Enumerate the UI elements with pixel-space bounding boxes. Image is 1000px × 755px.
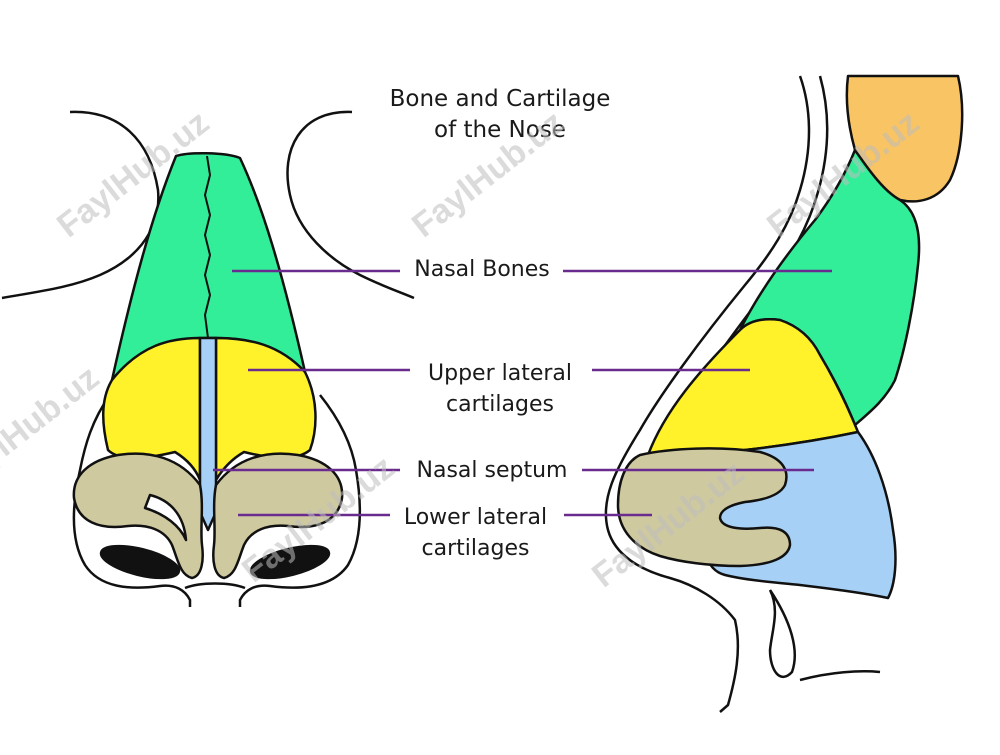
- label-lower-lateral-line1: Lower lateral: [403, 505, 548, 530]
- lower-lateral-cartilage-side: [616, 447, 792, 568]
- label-nasal-bones: Nasal Bones: [414, 257, 550, 282]
- title-line-2: of the Nose: [434, 117, 566, 143]
- lower-lateral-cartilage-left: [72, 452, 204, 580]
- nasal-bone-midline-suture: [204, 155, 211, 339]
- profile-outline-outer: [604, 75, 811, 713]
- label-lower-lateral-line2: cartilages: [421, 536, 530, 561]
- diagram-title: Bone and Cartilage of the Nose: [340, 84, 660, 146]
- label-upper-lateral-line1: Upper lateral: [428, 361, 572, 386]
- right-nostril: [249, 544, 331, 580]
- lip-outline: [768, 589, 881, 682]
- leader-lines: [213, 269, 832, 517]
- upper-lateral-cartilage-right: [214, 336, 317, 482]
- side-view: [604, 74, 964, 713]
- left-nostril: [99, 544, 181, 580]
- label-nasal-septum: Nasal septum: [416, 458, 568, 483]
- front-view: [1, 110, 415, 607]
- columella-base: [184, 582, 246, 590]
- left-orbit-curve: [1, 110, 160, 300]
- title-line-1: Bone and Cartilage: [389, 86, 611, 112]
- right-orbit-curve: [286, 110, 415, 300]
- upper-lateral-cartilage-left: [101, 336, 202, 482]
- label-upper-lateral-line2: cartilages: [446, 392, 554, 417]
